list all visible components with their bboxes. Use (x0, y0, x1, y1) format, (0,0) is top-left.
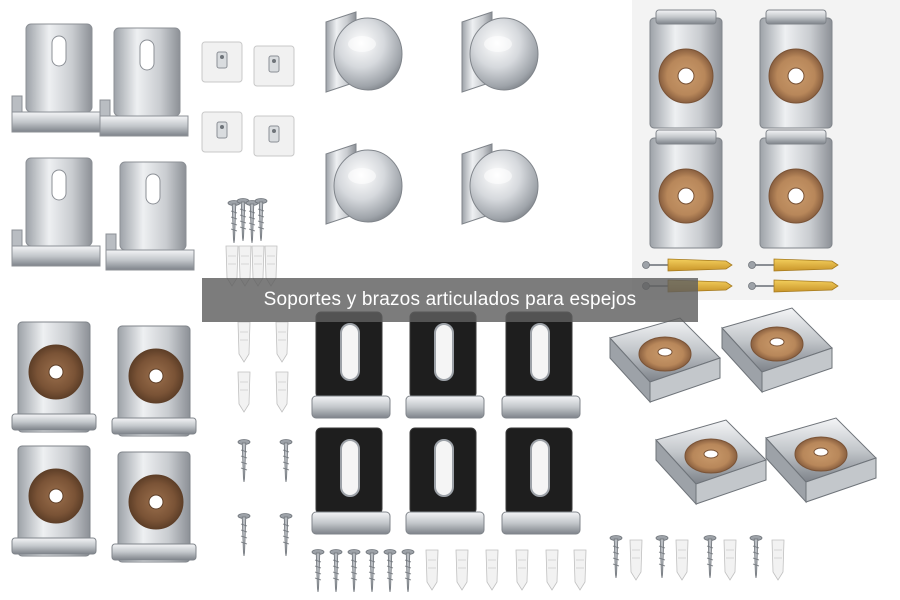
foam-slot-bracket-icon (311, 427, 391, 535)
cork-clip-icon (111, 451, 197, 563)
adhesive-pad-icon (253, 115, 295, 157)
cork-clip-icon (111, 325, 197, 437)
cork-clip-icon (649, 9, 723, 129)
foam-slot-bracket-icon (405, 427, 485, 535)
cork-clip-icon (11, 445, 97, 557)
cork-clip-icon (11, 321, 97, 433)
cork-clip-icon (759, 129, 833, 249)
cork-clip-icon (649, 129, 723, 249)
adhesive-pad-icon (201, 41, 243, 83)
caption-banner: Soportes y brazos articulados para espej… (202, 278, 698, 322)
adhesive-pad-icon (201, 111, 243, 153)
cork-clip-icon (759, 9, 833, 129)
foam-slot-bracket-icon (311, 311, 391, 419)
foam-slot-bracket-icon (405, 311, 485, 419)
foam-slot-bracket-icon (501, 311, 581, 419)
adhesive-pad-icon (253, 45, 295, 87)
cork-clip-group-top-right (632, 0, 900, 300)
foam-slot-bracket-icon (501, 427, 581, 535)
caption-text: Soportes y brazos articulados para espej… (263, 289, 637, 310)
